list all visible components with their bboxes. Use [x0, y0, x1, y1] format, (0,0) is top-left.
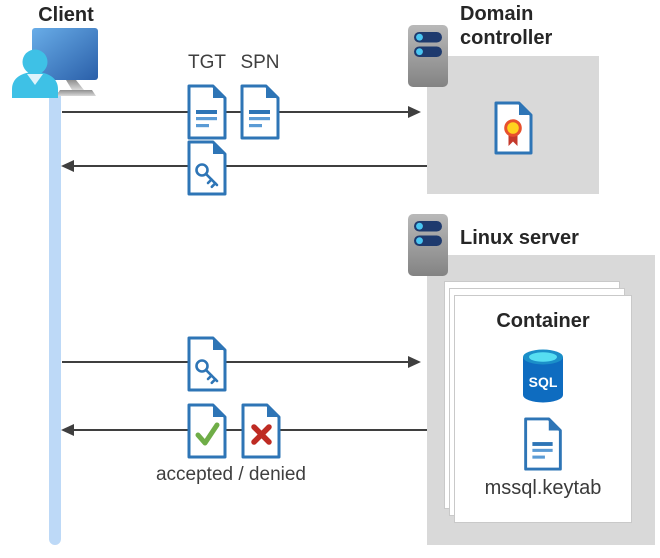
client-label: Client [38, 4, 94, 26]
domain-controller-label: Domain controller [460, 3, 553, 50]
keytab-label: mssql.keytab [484, 477, 602, 499]
certificate-document-icon [494, 101, 533, 155]
domain-controller-server-icon [408, 25, 448, 87]
denied-document-icon [241, 403, 281, 459]
arrowhead-right-icon [408, 356, 421, 368]
presented-key-document-icon [187, 336, 227, 392]
tgt-label: TGT [188, 52, 226, 73]
keytab-document-icon [524, 417, 562, 471]
linux-server-icon [408, 214, 448, 276]
spn-document-icon [240, 84, 280, 140]
arrowhead-left-icon [61, 160, 74, 172]
spn-label: SPN [240, 52, 280, 73]
sql-database-icon: SQL [523, 349, 563, 403]
arrow-present-ticket [62, 361, 408, 363]
arrow-ticket-response [74, 165, 427, 167]
tgt-document-icon [187, 84, 227, 140]
container-label: Container [496, 310, 590, 332]
sql-badge-text: SQL [529, 374, 558, 390]
accepted-document-icon [187, 403, 227, 459]
session-key-document-icon [187, 140, 227, 196]
result-label: accepted / denied [155, 464, 306, 485]
linux-server-label: Linux server [460, 227, 579, 249]
arrow-request-tickets [62, 111, 408, 113]
container-paper: Container SQL mssql.keytab [454, 295, 632, 523]
arrowhead-right-icon [408, 106, 421, 118]
client-timeline [49, 92, 61, 545]
arrowhead-left-icon [61, 424, 74, 436]
client-device-icon [12, 28, 98, 98]
